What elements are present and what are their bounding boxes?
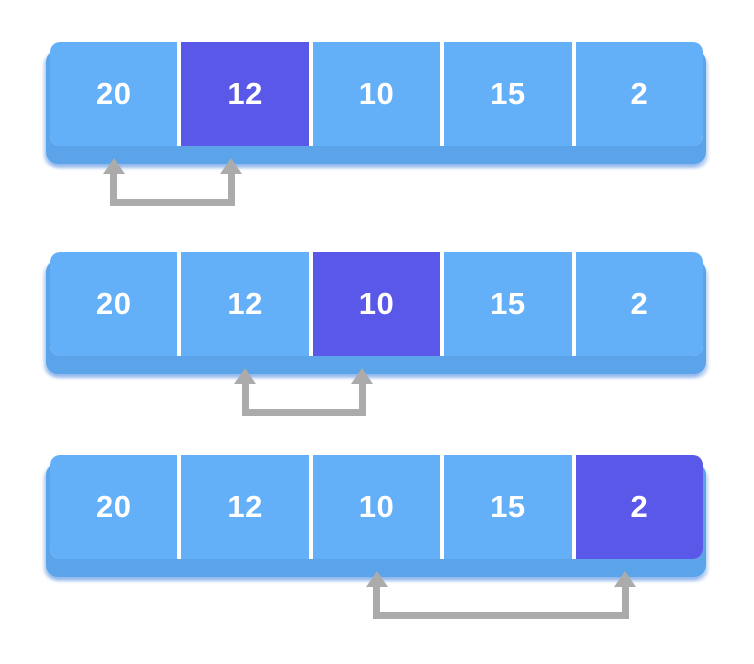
array-cell: 10 xyxy=(312,455,441,559)
array-cell: 15 xyxy=(444,455,572,559)
cell-value: 15 xyxy=(490,489,526,524)
array-cell: 20 xyxy=(50,252,178,356)
cell-value: 12 xyxy=(227,489,263,524)
arrowhead-up-icon xyxy=(614,571,637,587)
arrowhead-up-icon xyxy=(351,368,374,384)
array-cell: 12 xyxy=(181,252,309,356)
arrowhead-up-icon xyxy=(220,158,243,174)
array-cells: 20 12 10 15 2 xyxy=(50,42,703,146)
array-cells: 20 12 10 15 2 xyxy=(50,252,703,356)
array-cell: 12 xyxy=(181,42,309,146)
array-cell: 15 xyxy=(444,42,572,146)
arrowhead-up-icon xyxy=(102,158,125,174)
cell-value: 2 xyxy=(630,489,649,524)
cell-value: 2 xyxy=(630,286,649,321)
cell-value: 10 xyxy=(358,489,395,524)
cell-value: 12 xyxy=(227,76,263,111)
cell-value: 10 xyxy=(358,76,395,111)
cell-value: 10 xyxy=(358,286,395,321)
cell-value: 12 xyxy=(227,286,263,321)
cell-value: 2 xyxy=(630,76,649,111)
array-row-step-1: 20 12 10 15 2 xyxy=(46,42,706,212)
array-cell: 12 xyxy=(181,455,309,559)
array-cell: 20 xyxy=(50,455,178,559)
array-cells: 20 12 10 15 2 xyxy=(50,455,703,559)
cell-value: 20 xyxy=(95,76,132,111)
array-row-step-3: 20 12 10 15 2 xyxy=(46,455,706,625)
cell-value: 20 xyxy=(95,286,132,321)
arrowhead-up-icon xyxy=(365,571,388,587)
array-cell: 10 xyxy=(312,252,441,356)
array-cell: 2 xyxy=(575,42,703,146)
compare-arrow xyxy=(365,571,637,619)
array-row-step-2: 20 12 10 15 2 xyxy=(46,252,706,422)
cell-value: 15 xyxy=(490,76,526,111)
compare-arrow xyxy=(234,368,374,416)
array-cell: 2 xyxy=(575,252,703,356)
compare-arrow xyxy=(102,158,243,206)
array-cell: 2 xyxy=(575,455,703,559)
array-cell: 20 xyxy=(50,42,178,146)
arrowhead-up-icon xyxy=(234,368,257,384)
cell-value: 15 xyxy=(490,286,526,321)
array-cell: 15 xyxy=(444,252,572,356)
array-cell: 10 xyxy=(312,42,441,146)
cell-value: 20 xyxy=(95,489,132,524)
